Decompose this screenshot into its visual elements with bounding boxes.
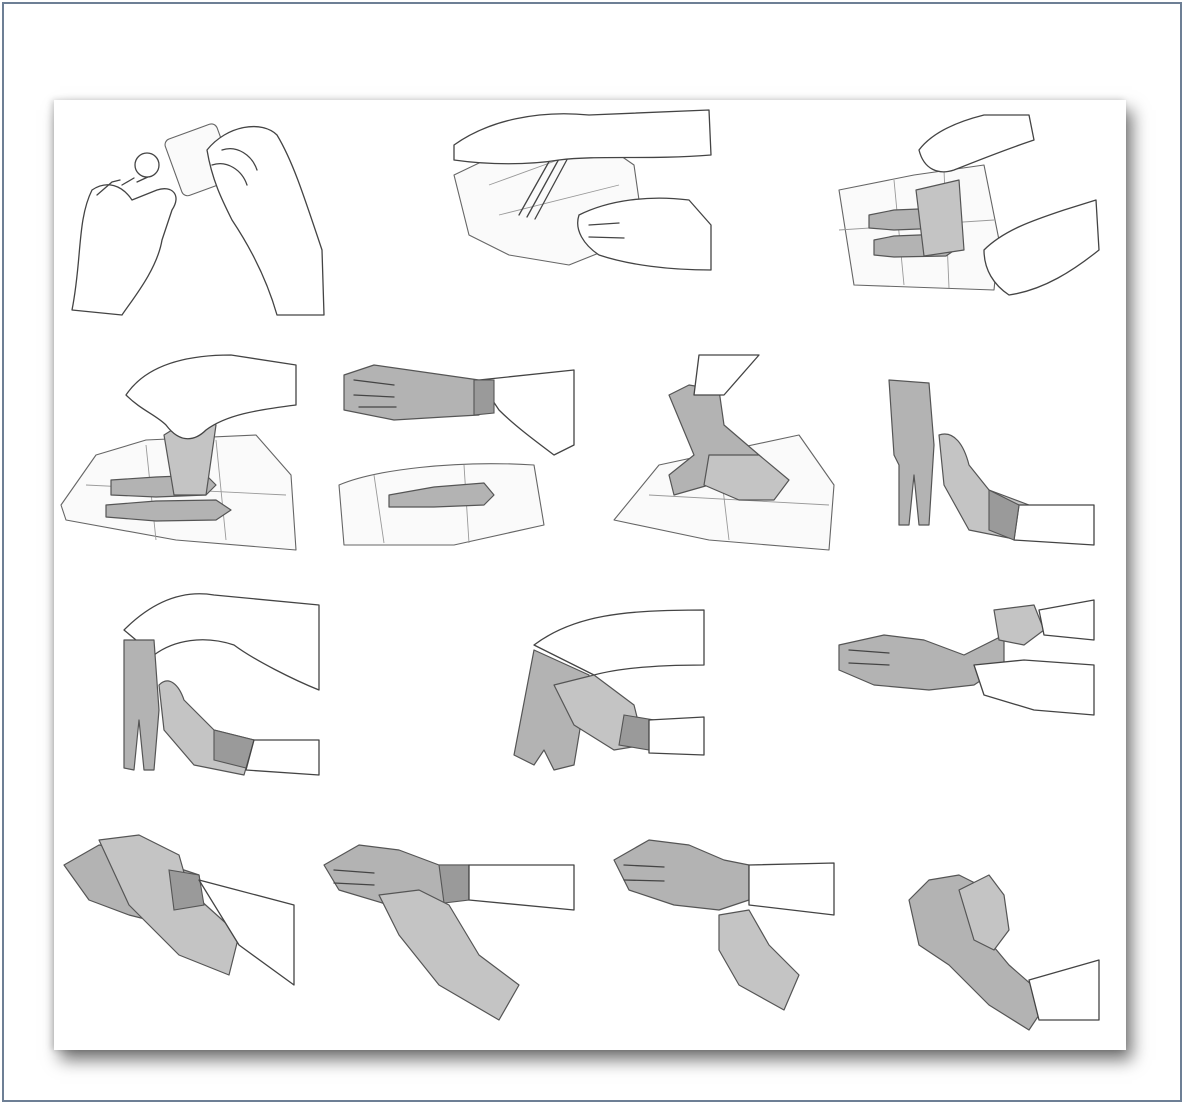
pull-cuff-over-sleeve-icon (609, 835, 839, 1025)
unroll-cuff-icon (834, 595, 1099, 735)
pull-on-first-glove-icon (334, 355, 579, 550)
pull-second-glove-icon (494, 605, 714, 775)
insert-fingers-under-cuff-icon (609, 355, 839, 550)
hand-sanitizer-icon (62, 110, 324, 315)
gloved-hands-ready-icon (899, 870, 1104, 1035)
insert-second-hand-icon (114, 590, 324, 790)
lift-second-glove-icon (879, 375, 1099, 555)
open-outer-wrapper-icon (449, 105, 719, 280)
adjust-fingers-icon (59, 835, 299, 1010)
unroll-first-cuff-icon (319, 835, 579, 1025)
open-inner-wrapper-icon (834, 110, 1104, 300)
pick-up-first-glove-icon (56, 355, 301, 555)
gloving-steps-card (54, 100, 1126, 1050)
